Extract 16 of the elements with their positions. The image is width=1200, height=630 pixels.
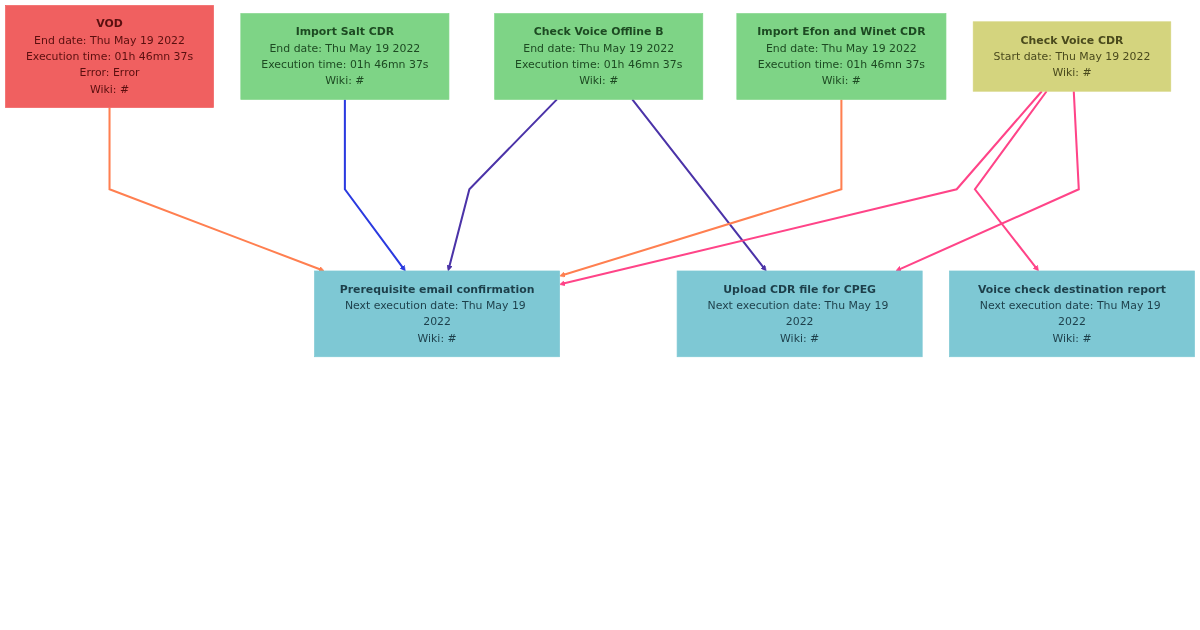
node-box: VOD End date: Thu May 19 2022 Execution time: 01h 46mn 37s Error: Error Wiki: # bbox=[5, 5, 214, 108]
arrow bbox=[108, 107, 325, 272]
arrow bbox=[631, 98, 767, 272]
node-box: Check Voice Offline B End date: Thu May 19 2022 Execution time: 01h 46mn 37s Wiki: # bbox=[494, 13, 704, 100]
arrow bbox=[559, 90, 1043, 287]
node-box: Voice check destination report Next execution date: Thu May 19 2022 Wiki: # bbox=[949, 270, 1195, 358]
node-box: Import Salt CDR End date: Thu May 19 2022 Execution time: 01h 46mn 37s Wiki: # bbox=[240, 13, 450, 100]
arrow bbox=[343, 99, 406, 272]
arrow bbox=[559, 99, 843, 278]
node-box: Check Voice CDR Start date: Thu May 19 2022 Wiki: # bbox=[972, 21, 1172, 92]
arrow bbox=[895, 91, 1080, 272]
node-box: Prerequisite email confirmation Next execution date: Thu May 19 2022 Wiki: # bbox=[314, 270, 560, 358]
arrow bbox=[973, 90, 1048, 272]
arrow bbox=[446, 98, 558, 272]
node-box: Import Efon and Winet CDR End date: Thu May 19 2022 Execution time: 01h 46mn 37s Wiki: # bbox=[736, 13, 947, 100]
node-box: Upload CDR file for CPEG Next execution date: Thu May 19 2022 Wiki: # bbox=[676, 270, 923, 358]
